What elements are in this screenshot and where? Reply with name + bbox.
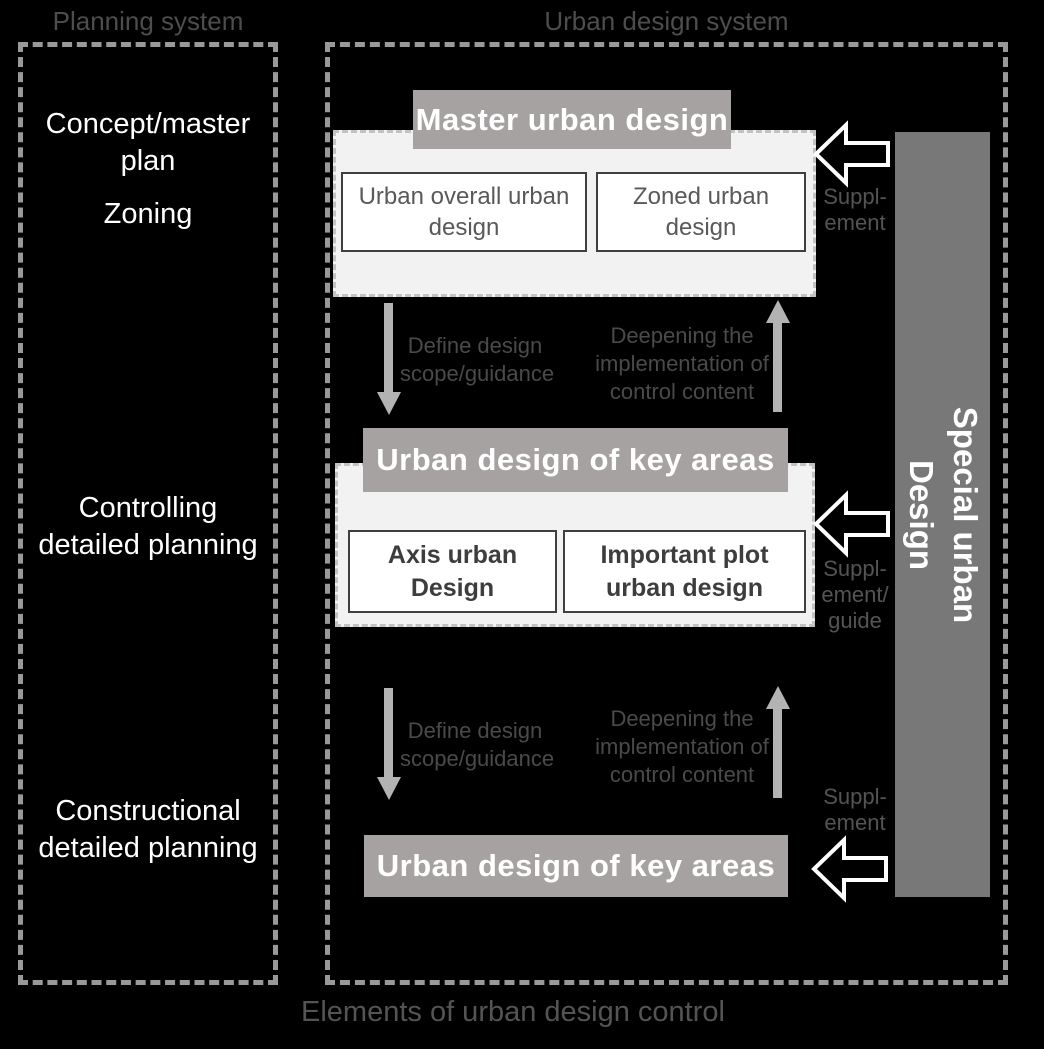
- supplement-arrow-top-icon: [813, 120, 891, 188]
- urban-overall-urban-design-box: Urban overall urban design: [341, 172, 587, 252]
- define-design-scope-label-upper: Define design scope/guidance: [400, 333, 555, 386]
- axis-urban-design-box: Axis urban Design: [348, 530, 557, 613]
- key-areas-bottom-header: Urban design of key areas: [364, 835, 788, 897]
- zoned-urban-design-box: Zoned urban design: [596, 172, 806, 252]
- planning-system-title: Planning system: [52, 6, 244, 36]
- supplement-guide-label-middle: Suppl- ement/ guide: [821, 556, 889, 633]
- bottom-caption: Elements of urban design control: [301, 996, 725, 1028]
- define-scope-down-arrow-icon-lower: [376, 688, 402, 800]
- planning-item-zoning: Zoning: [103, 198, 193, 230]
- important-plot-urban-design-box: Important plot urban design: [563, 530, 806, 613]
- special-urban-design-label: Special urban Design: [902, 406, 984, 623]
- planning-system-panel: [18, 42, 278, 985]
- deepening-up-arrow-icon-lower: [765, 686, 791, 798]
- planning-item-concept-master-plan: Concept/master plan: [45, 108, 251, 177]
- deepening-implementation-label-lower: Deepening the implementation of control …: [595, 706, 769, 787]
- supplement-label-top: Suppl- ement: [823, 184, 887, 235]
- key-areas-header: Urban design of key areas: [363, 428, 788, 492]
- deepening-implementation-label-upper: Deepening the implementation of control …: [595, 323, 769, 404]
- define-scope-down-arrow-icon: [376, 303, 402, 415]
- deepening-up-arrow-icon: [765, 300, 791, 412]
- special-urban-design-bar: Special urban Design: [895, 132, 990, 897]
- planning-item-controlling-detailed-planning: Controlling detailed planning: [38, 492, 258, 561]
- planning-item-constructional-detailed-planning: Constructional detailed planning: [38, 795, 258, 864]
- master-urban-design-header: Master urban design: [413, 90, 731, 149]
- urban-design-system-panel: [325, 42, 1008, 985]
- supplement-arrow-bottom-icon: [811, 835, 889, 903]
- urban-design-system-title: Urban design system: [544, 6, 789, 36]
- define-design-scope-label-lower: Define design scope/guidance: [400, 718, 555, 771]
- supplement-arrow-middle-icon: [813, 490, 891, 558]
- supplement-label-bottom: Suppl- ement: [823, 784, 887, 835]
